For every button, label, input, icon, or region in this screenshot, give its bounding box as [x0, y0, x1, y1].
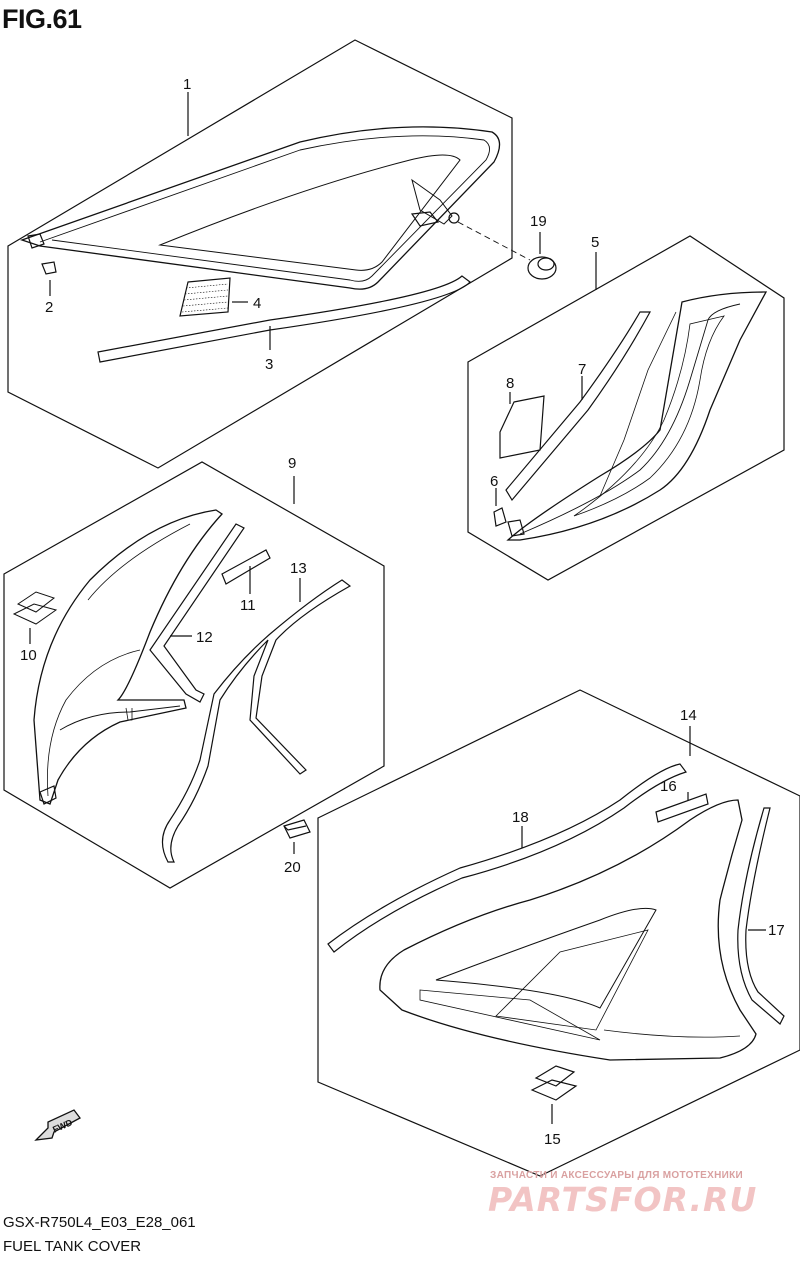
part-8-pad [499, 392, 545, 459]
label-part-4: 4 [253, 295, 261, 312]
group-box-5 [467, 235, 785, 581]
label-part-6: 6 [490, 473, 498, 490]
part-6-clip [493, 488, 507, 527]
label-part-2: 2 [45, 299, 53, 316]
diagram-name: FUEL TANK COVER [3, 1238, 142, 1255]
diagram-code: GSX-R750L4_E03_E28_061 [3, 1214, 196, 1231]
part-9-front-cover [33, 509, 223, 805]
label-part-13: 13 [290, 560, 307, 577]
figure-title: FIG.61 [2, 4, 82, 34]
label-part-15: 15 [544, 1131, 561, 1148]
group-box-9 [3, 461, 385, 889]
part-3-trim-strip [97, 275, 471, 363]
part-12-strip [149, 523, 245, 703]
label-part-18: 18 [512, 809, 529, 826]
label-part-19: 19 [530, 213, 547, 230]
label-part-1: 1 [183, 76, 191, 93]
part-10-emblem [12, 591, 58, 644]
label-part-20: 20 [284, 859, 301, 876]
label-part-5: 5 [591, 234, 599, 251]
part-11-pad [221, 549, 271, 594]
label-part-14: 14 [680, 707, 697, 724]
group-box-1 [7, 39, 513, 469]
part-4-pad [179, 277, 248, 317]
label-part-10: 10 [20, 647, 37, 664]
part-2-clip [41, 261, 57, 296]
part-5-side-cover [506, 291, 768, 541]
part-14-side-cover [379, 799, 757, 1061]
label-part-7: 7 [578, 361, 586, 378]
label-part-8: 8 [506, 375, 514, 392]
part-1-tank-cover-frame [19, 126, 531, 290]
part-18-strip [327, 763, 687, 953]
fwd-arrow-icon: FWD [34, 1109, 81, 1141]
part-15-emblem [530, 1065, 578, 1124]
watermark-logo: PARTSFOR.RU [488, 1180, 758, 1219]
part-7-strip [505, 311, 652, 502]
part-19-grommet [527, 232, 557, 280]
part-13-edge-trim [161, 578, 352, 863]
label-part-17: 17 [768, 922, 785, 939]
label-part-11: 11 [240, 597, 256, 614]
label-part-12: 12 [196, 629, 213, 646]
group-box-14 [317, 689, 800, 1177]
part-20-clip [283, 819, 311, 854]
part-17-edge-trim [737, 807, 785, 1025]
label-part-16: 16 [660, 778, 677, 795]
label-part-3: 3 [265, 356, 273, 373]
label-part-9: 9 [288, 455, 296, 472]
watermark-caption: ЗАПЧАСТИ И АКСЕССУАРЫ ДЛЯ МОТОТЕХНИКИ [490, 1170, 743, 1181]
part-16-pad [655, 792, 709, 823]
